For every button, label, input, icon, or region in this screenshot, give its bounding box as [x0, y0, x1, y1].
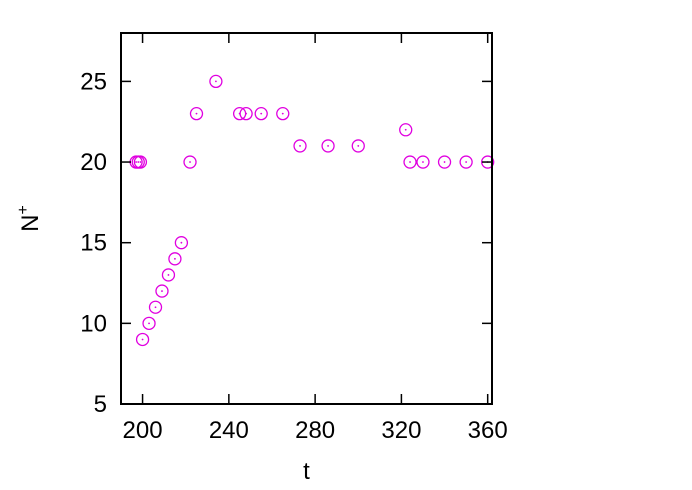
data-point [403, 155, 417, 169]
data-point [183, 155, 197, 169]
data-point-center [161, 290, 163, 292]
y-tick-label: 25 [80, 68, 107, 95]
data-point-center [139, 161, 142, 163]
data-point-center [174, 257, 176, 260]
data-point-center [148, 322, 150, 325]
data-point-center [260, 112, 263, 115]
data-point-center [422, 161, 424, 163]
data-point-center [189, 161, 191, 163]
data-point [321, 139, 335, 153]
data-point [459, 155, 473, 169]
x-tick-label: 200 [123, 417, 163, 444]
y-tick-label: 20 [80, 149, 107, 176]
data-point-center [357, 145, 360, 147]
x-tick-label: 360 [468, 417, 508, 444]
data-point [142, 316, 156, 330]
data-point [135, 332, 150, 347]
data-point-center [299, 145, 301, 147]
data-point [351, 139, 365, 153]
x-axis-label: t [303, 458, 310, 485]
data-point-center [465, 161, 468, 163]
data-point-center [245, 112, 248, 115]
y-tick-label: 15 [80, 230, 107, 257]
y-tick-label: 10 [80, 310, 107, 337]
data-point [133, 155, 148, 169]
data-point [174, 236, 189, 250]
plot-frame [120, 32, 493, 405]
data-point [254, 107, 268, 121]
data-point-center [154, 306, 157, 309]
data-point-center [281, 112, 284, 115]
data-points [129, 74, 495, 347]
data-point [239, 107, 253, 121]
x-tick-label: 240 [209, 417, 249, 444]
data-point-center [167, 274, 170, 276]
data-point [155, 284, 169, 298]
data-point-center [327, 145, 329, 147]
y-tick-label: 5 [94, 391, 107, 418]
data-point-center [135, 161, 137, 163]
data-point [189, 107, 204, 121]
data-point-center [137, 161, 140, 163]
data-point [168, 252, 182, 266]
data-point-center [195, 112, 198, 115]
data-point [148, 300, 163, 314]
axis-ticks: 200 240 280 320 360 5 10 15 20 25 [80, 33, 508, 444]
data-point [416, 155, 430, 169]
data-point [209, 74, 223, 89]
data-point-center [409, 161, 411, 163]
data-point-center [141, 338, 144, 341]
x-tick-label: 280 [295, 417, 335, 444]
y-axis-label: N+ [15, 205, 44, 232]
data-point-center [443, 161, 446, 163]
data-point [161, 268, 176, 282]
data-point [293, 139, 307, 153]
y-axis-label-main: N [17, 215, 44, 232]
data-point-center [180, 241, 183, 244]
data-point [437, 155, 452, 169]
data-point [481, 155, 495, 169]
data-point-center [215, 80, 217, 83]
y-axis-label-superscript: + [15, 205, 32, 214]
data-point-center [404, 128, 407, 131]
x-tick-label: 320 [381, 417, 421, 444]
data-point [276, 107, 290, 121]
data-point [399, 123, 413, 137]
